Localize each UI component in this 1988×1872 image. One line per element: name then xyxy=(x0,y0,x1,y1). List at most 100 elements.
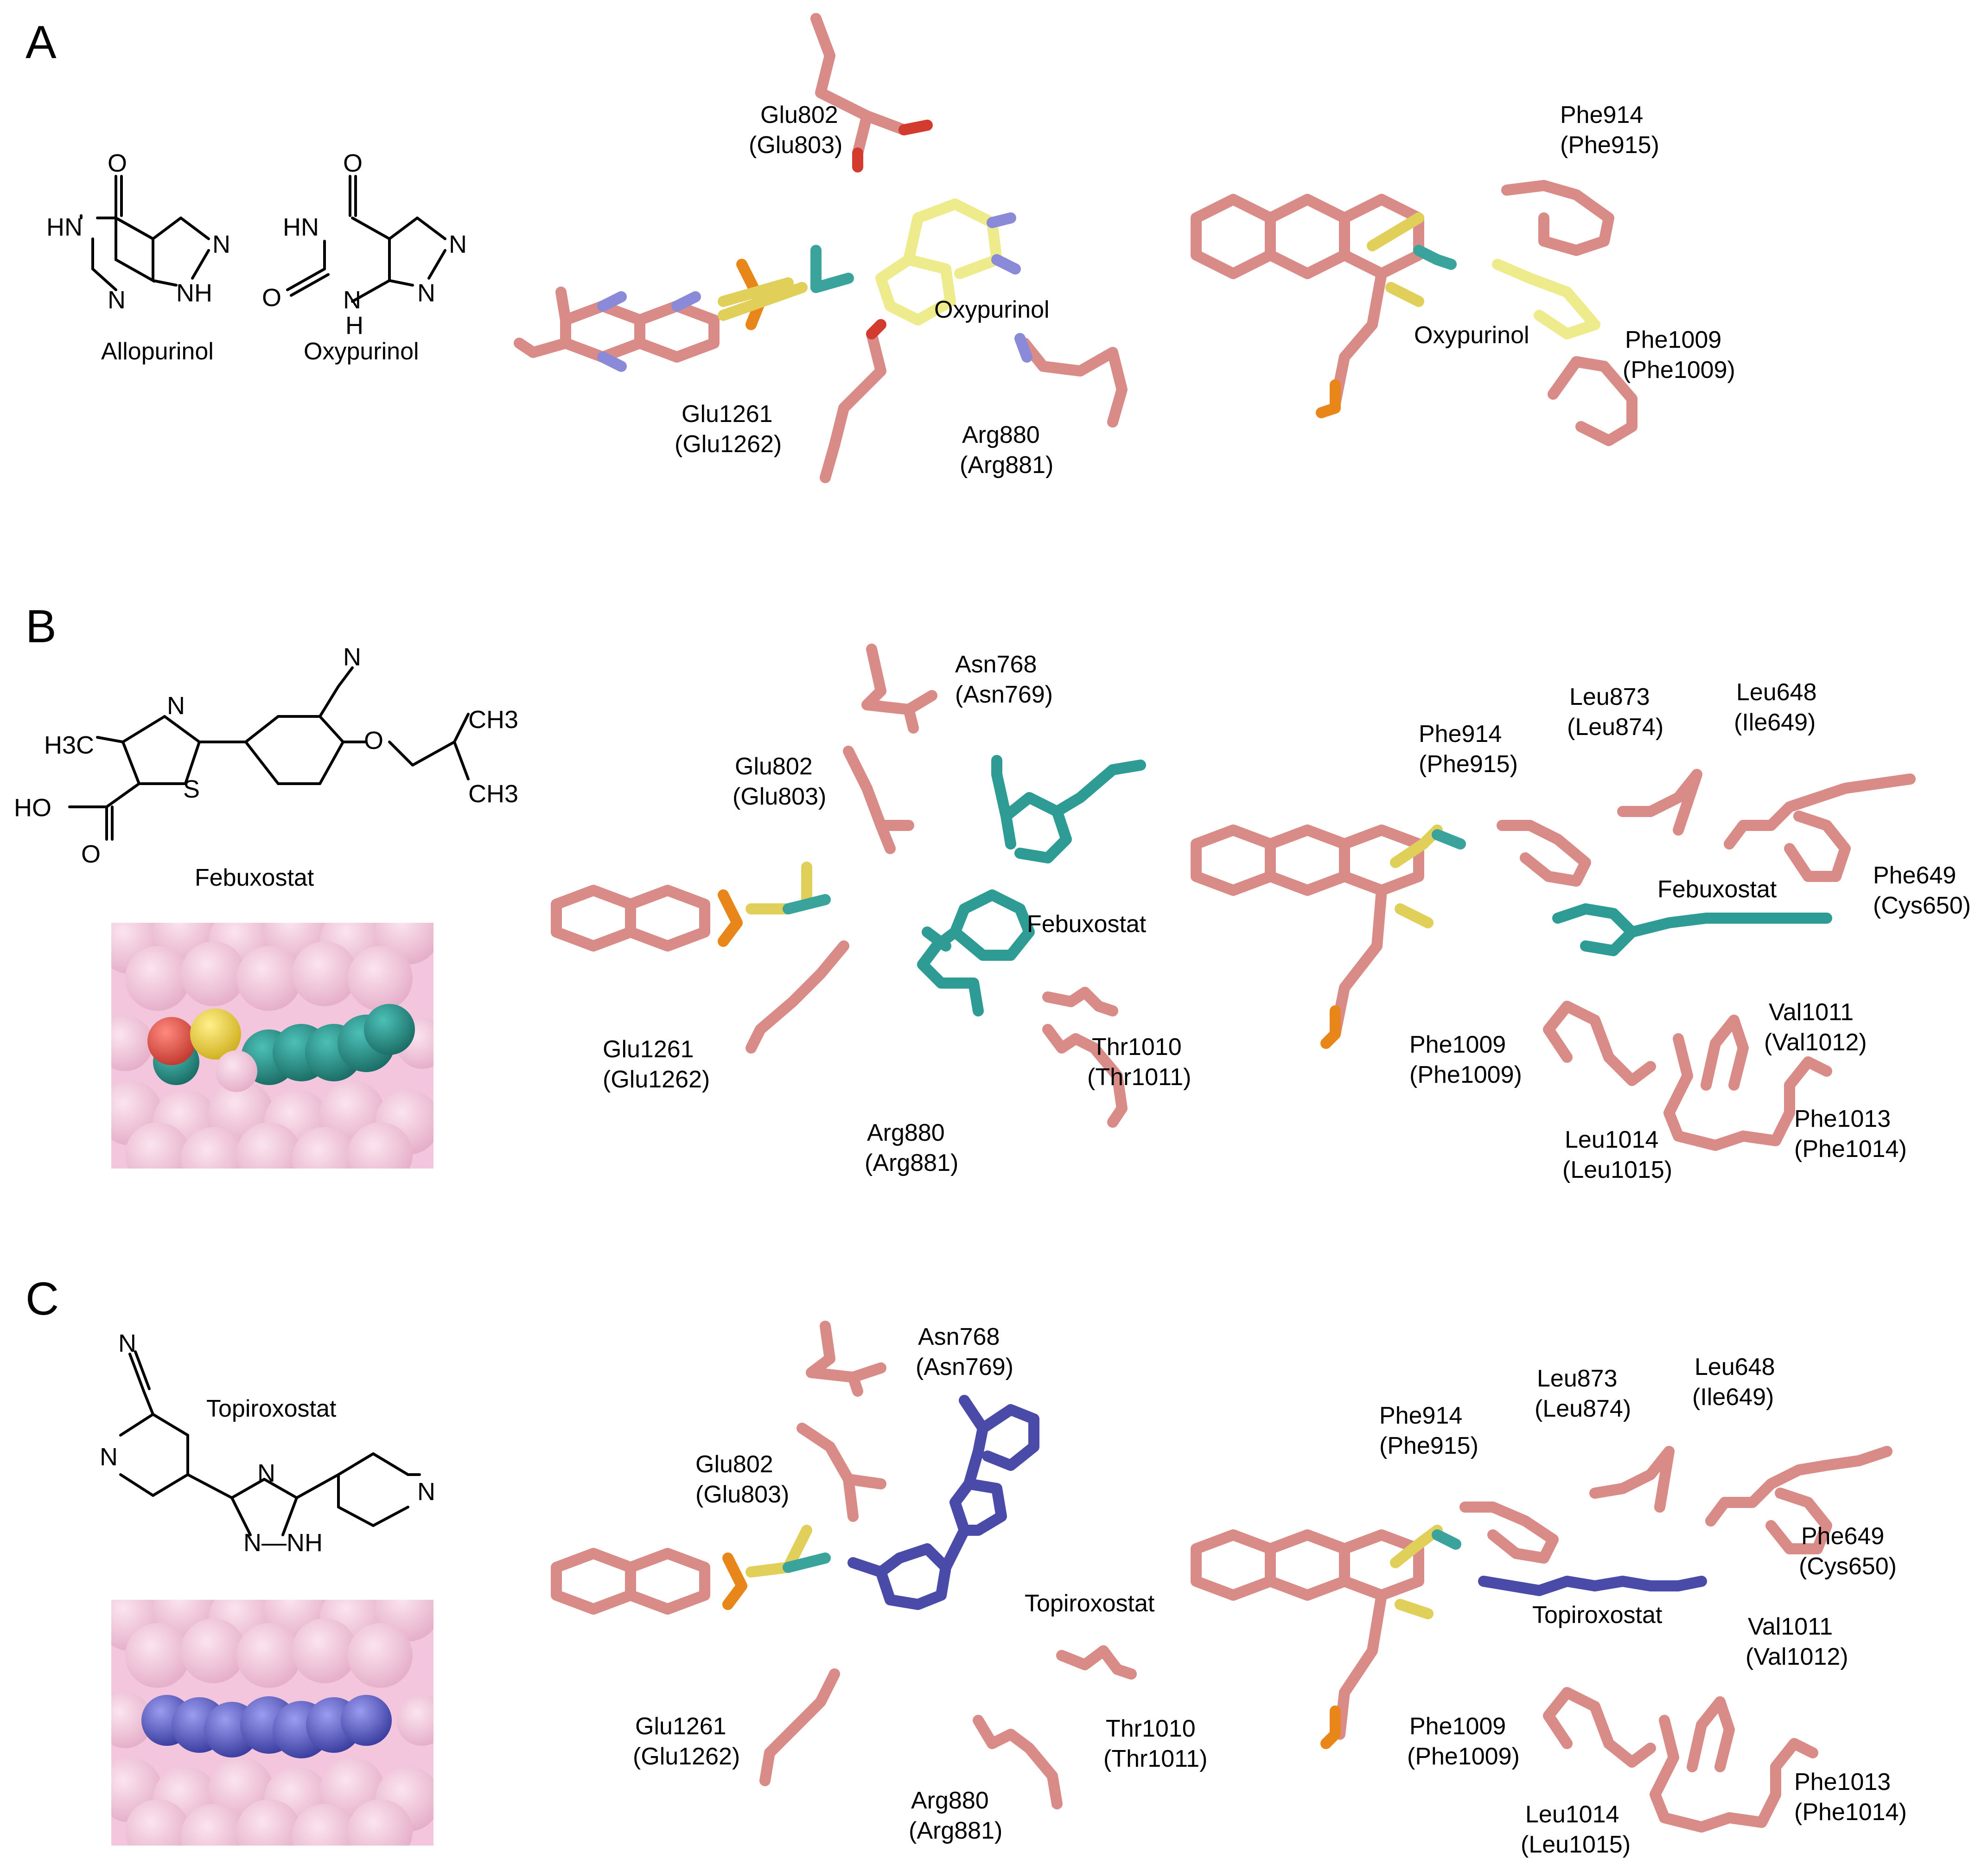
c-right-leu648-alt: (Ile649) xyxy=(1692,1384,1774,1411)
phosphate-c xyxy=(722,1553,747,1610)
phe914-c-sticks xyxy=(1459,1501,1559,1564)
c-right-phe1009-alt: (Phe1009) xyxy=(1407,1743,1520,1770)
panel-b: B H3C N xyxy=(14,601,1971,1183)
a-left-ligand-label: Oxypurinol xyxy=(934,296,1050,323)
oxypurinol-n2-label: N xyxy=(449,230,467,258)
asn768-sticks xyxy=(861,644,937,734)
ribityl-b-right xyxy=(1330,885,1387,1040)
b-right-phe1013-alt: (Phe1014) xyxy=(1794,1136,1907,1163)
febuxostat-o2-label: O xyxy=(364,727,383,754)
c-right-phe1013: Phe1013 xyxy=(1794,1769,1891,1795)
phe1009-sticks xyxy=(1548,356,1638,446)
allopurinol-n2-label: N xyxy=(212,230,230,258)
glu802-c-sticks xyxy=(796,1423,886,1522)
b-right-leu873-alt: (Leu874) xyxy=(1567,714,1663,741)
phosphate-b-right xyxy=(1320,1005,1341,1049)
oxypurinol-n3-label: N xyxy=(417,279,435,307)
mo-center xyxy=(810,245,854,293)
oxypurinol-nh-n-label: N xyxy=(343,286,361,314)
b-left-arg880-alt: (Arg881) xyxy=(865,1150,958,1176)
c-left-thr1010-alt: (Thr1011) xyxy=(1103,1745,1207,1772)
phosphate-right xyxy=(1316,379,1341,418)
oxypurinol-hn-label: HN xyxy=(283,213,319,241)
febuxostat-surface-inset xyxy=(111,923,433,1169)
thr1010-c-sticks xyxy=(1056,1645,1137,1680)
panel-letter-b: B xyxy=(25,601,57,652)
c-left-glu1261-alt: (Glu1262) xyxy=(633,1743,740,1770)
panel-c-right-view xyxy=(1191,1446,1892,1833)
panel-a: A O HN N N NH Allopurinol xyxy=(25,13,1735,483)
b-left-thr1010: Thr1010 xyxy=(1092,1034,1182,1061)
topiroxostat-nh-label: N—NH xyxy=(243,1529,323,1557)
ribityl-c-right xyxy=(1334,1590,1387,1740)
leu648-c-sticks xyxy=(1705,1446,1892,1527)
a-left-arg880-alt: (Arg881) xyxy=(960,452,1053,479)
sulfur-bridge xyxy=(718,277,808,321)
mo-right xyxy=(1413,245,1457,270)
c-right-leu873: Leu873 xyxy=(1537,1365,1618,1392)
topiroxostat-n-label: N xyxy=(118,1329,136,1357)
phe914-b-sticks xyxy=(1497,820,1591,887)
a-right-phe914: Phe914 xyxy=(1560,102,1643,128)
a-left-glu802-alt: (Glu803) xyxy=(749,132,842,159)
febuxostat-s-label: S xyxy=(183,775,200,803)
allopurinol-n-label: N xyxy=(108,286,126,314)
panel-letter-a: A xyxy=(25,16,57,68)
b-right-phe1009-alt: (Phe1009) xyxy=(1409,1061,1522,1088)
b-left-glu1261-alt: (Glu1262) xyxy=(603,1066,710,1093)
a-left-glu1261-alt: (Glu1262) xyxy=(675,431,782,458)
panel-a-left-view xyxy=(514,13,1128,483)
ribityl-right xyxy=(1330,268,1387,409)
b-left-ligand-label: Febuxostat xyxy=(1027,911,1147,938)
topiroxostat-ligand-c1 xyxy=(847,1395,1039,1610)
b-left-asn768-alt: (Asn769) xyxy=(955,681,1053,708)
flavin-ring-b-right xyxy=(1191,824,1424,896)
leu873-c-sticks xyxy=(1589,1446,1675,1513)
flavin-ring-b xyxy=(551,885,710,952)
b-right-val1011-alt: (Val1012) xyxy=(1764,1029,1867,1056)
febuxostat-ligand-b2 xyxy=(1552,903,1832,956)
b-right-leu1014: Leu1014 xyxy=(1565,1126,1658,1153)
c-right-leu1014-alt: (Leu1015) xyxy=(1521,1831,1631,1858)
glu1261-oxygen xyxy=(866,319,886,339)
c-right-phe914: Phe914 xyxy=(1379,1402,1462,1429)
glu802-b-sticks xyxy=(843,746,914,854)
febuxostat-ligand-b1 xyxy=(917,755,1146,1016)
oxypurinol-structure: O HN O N H N N xyxy=(262,149,467,339)
oxypurinol-name: Oxypurinol xyxy=(304,338,419,365)
a-right-ligand-label: Oxypurinol xyxy=(1414,322,1529,349)
febuxostat-name: Febuxostat xyxy=(195,864,314,891)
glu1261-b-sticks xyxy=(746,940,849,1054)
c-right-phe649-alt: (Cys650) xyxy=(1799,1553,1897,1580)
c-right-phe914-alt: (Phe915) xyxy=(1379,1432,1478,1459)
mo-b xyxy=(783,894,831,914)
topiroxostat-ligand-c2 xyxy=(1478,1576,1707,1596)
panel-c-left-view xyxy=(551,1321,1137,1809)
phosphate-c-right xyxy=(1320,1706,1341,1749)
b-right-val1011: Val1011 xyxy=(1769,999,1854,1026)
a-right-phe914-alt: (Phe915) xyxy=(1560,132,1659,159)
allopurinol-hn-label: HN xyxy=(46,213,83,241)
val1011-c-sticks xyxy=(1687,1696,1735,1772)
phe649-b-sticks xyxy=(1784,811,1851,882)
b-right-phe649-alt: (Cys650) xyxy=(1873,892,1971,919)
c-left-asn768-alt: (Asn769) xyxy=(916,1354,1013,1380)
oxypurinol-nitrogens-a1 xyxy=(987,212,1021,275)
c-right-phe1013-alt: (Phe1014) xyxy=(1794,1799,1907,1826)
topiroxostat-n2-label: N xyxy=(100,1443,118,1471)
sulfur-right xyxy=(1367,212,1424,307)
b-left-glu802: Glu802 xyxy=(735,753,813,780)
b-left-thr1010-alt: (Thr1011) xyxy=(1087,1064,1191,1091)
febuxostat-ch3a-label: CH3 xyxy=(468,706,518,734)
topiroxostat-n4-label: N xyxy=(417,1478,435,1506)
phosphate-b xyxy=(718,889,743,947)
leu873-b-sticks xyxy=(1617,769,1702,836)
phe649-c-sticks xyxy=(1765,1488,1832,1554)
c-left-thr1010: Thr1010 xyxy=(1106,1715,1196,1742)
thr1010-b-sticks xyxy=(1042,987,1118,1016)
arg880-b-sticks xyxy=(1042,1024,1128,1128)
allopurinol-structure: O HN N N NH xyxy=(46,149,230,314)
febuxostat-ho-label: HO xyxy=(14,794,51,822)
c-right-leu648: Leu648 xyxy=(1695,1354,1775,1380)
